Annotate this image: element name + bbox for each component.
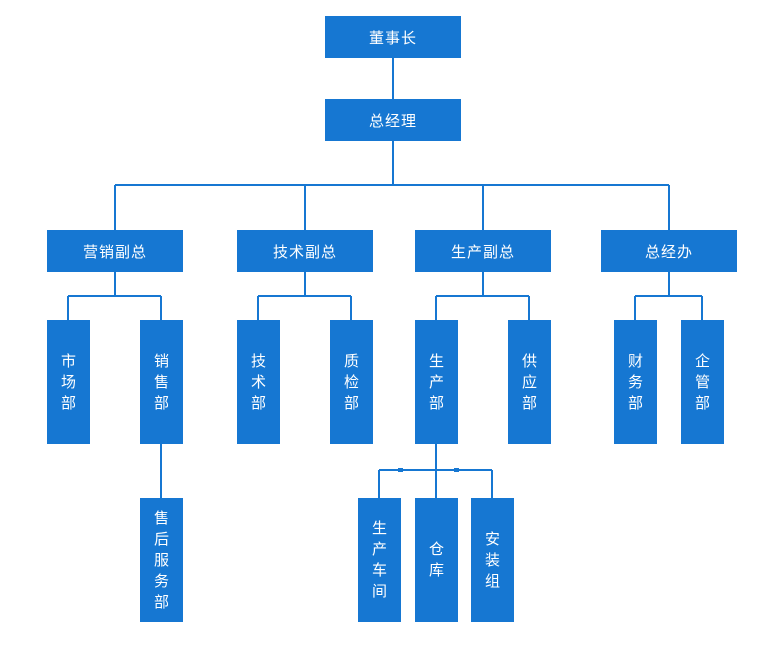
dept-production-box: 生产部 [415,320,458,444]
dept-quality-label: 质检部 [343,351,359,412]
unit-assembly-label: 安装组 [484,529,500,590]
dept-tech-label: 技术部 [250,351,266,412]
vp-marketing-label: 营销副总 [82,242,147,261]
vp-technology-box: 技术副总 [237,230,373,272]
unit-warehouse-label: 仓库 [428,540,444,579]
dept-admin-box: 企管部 [681,320,724,444]
vp-technology-label: 技术副总 [272,242,337,261]
dept-sales-label: 销售部 [153,351,169,412]
unit-workshop-label: 生产车间 [371,519,387,600]
dept-finance-box: 财务部 [614,320,657,444]
general-manager-box: 总经理 [325,99,461,141]
chairman-box: 董事长 [325,16,461,58]
vp-marketing-box: 营销副总 [47,230,183,272]
chairman-label: 董事长 [368,28,417,47]
dept-tech-box: 技术部 [237,320,280,444]
dept-supply-box: 供应部 [508,320,551,444]
vp-production-label: 生产副总 [450,242,515,261]
dept-market-label: 市场部 [60,351,76,412]
general-manager-label: 总经理 [368,111,417,130]
dept-admin-label: 企管部 [694,351,710,412]
general-office-box: 总经办 [601,230,737,272]
dept-sales-box: 销售部 [140,320,183,444]
dept-supply-label: 供应部 [521,351,537,412]
vp-production-box: 生产副总 [415,230,551,272]
dept-finance-label: 财务部 [627,351,643,412]
unit-workshop-box: 生产车间 [358,498,401,622]
dept-production-label: 生产部 [428,351,444,412]
dept-market-box: 市场部 [47,320,90,444]
unit-warehouse-box: 仓库 [415,498,458,622]
unit-assembly-box: 安装组 [471,498,514,622]
dept-after-sales-box: 售后服务部 [140,498,183,622]
general-office-label: 总经办 [644,242,693,261]
dept-after-sales-label: 售后服务部 [153,508,169,611]
dept-quality-box: 质检部 [330,320,373,444]
